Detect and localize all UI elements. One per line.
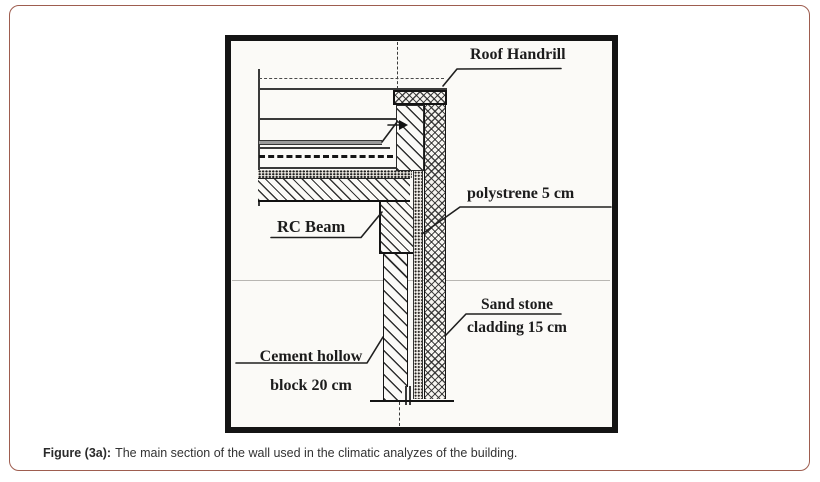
roof-handrill-leader xyxy=(442,67,562,87)
figure-caption-text: The main section of the wall used in the… xyxy=(115,446,518,460)
wall-section-drawing: Roof Handrill polystrene 5 cm RC Beam Sa… xyxy=(231,41,612,427)
label-cement-block-line2: block 20 cm xyxy=(270,377,352,394)
roof-layer-line-4 xyxy=(259,147,390,149)
label-roof-handrill: Roof Handrill xyxy=(470,46,566,63)
figure-frame: Roof Handrill polystrene 5 cm RC Beam Sa… xyxy=(225,35,618,433)
cement-block-leader xyxy=(235,336,384,364)
polystyrene-leader xyxy=(421,206,612,235)
roof-membrane-band xyxy=(259,140,382,145)
parapet-cap-crosshatch xyxy=(393,90,447,105)
roof-layer-line-2 xyxy=(259,88,447,90)
wall-break-gap xyxy=(402,387,412,403)
label-rc-beam: RC Beam xyxy=(277,217,346,236)
label-cement-block: Cement hollow block 20 cm xyxy=(243,342,379,400)
parapet-wall-hatch xyxy=(396,105,424,171)
cement-block-wall xyxy=(383,254,408,400)
figure-caption-prefix: Figure (3a): xyxy=(43,446,112,460)
sandstone-leader xyxy=(444,313,562,337)
label-cement-block-line1: Cement hollow xyxy=(259,348,363,365)
label-sandstone-line1: Sand stone xyxy=(481,296,553,313)
leader-lines xyxy=(235,67,612,364)
polystyrene-strip xyxy=(413,171,423,399)
base-cut-line xyxy=(370,400,454,402)
label-polystyrene: polystrene 5 cm xyxy=(467,185,575,202)
roof-layer-line-1 xyxy=(259,78,444,79)
vapour-barrier-dashed-layer xyxy=(259,155,393,158)
label-sandstone-line2: cladding 15 cm xyxy=(467,319,567,336)
sandstone-cladding-column xyxy=(424,105,446,399)
figure-caption: Figure (3a):The main section of the wall… xyxy=(43,446,517,460)
screed-speckle-band xyxy=(258,170,412,178)
rc-beam-block xyxy=(379,202,413,254)
wall-break-line-1 xyxy=(405,386,407,405)
wall-break-line-2 xyxy=(409,386,411,405)
rc-beam-leader xyxy=(270,211,383,239)
roof-layer-line-3 xyxy=(259,118,396,120)
axis-dashed-line-top xyxy=(397,42,398,89)
rc-slab-hatch xyxy=(258,178,410,202)
roof-left-edge-line xyxy=(258,69,260,206)
axis-dashed-line-bottom xyxy=(399,402,400,426)
figure-panel: Roof Handrill polystrene 5 cm RC Beam Sa… xyxy=(9,5,810,471)
label-sandstone: Sand stone cladding 15 cm xyxy=(465,293,569,339)
roof-layer-line-5 xyxy=(259,167,396,169)
detail-arrow-head xyxy=(399,120,408,130)
